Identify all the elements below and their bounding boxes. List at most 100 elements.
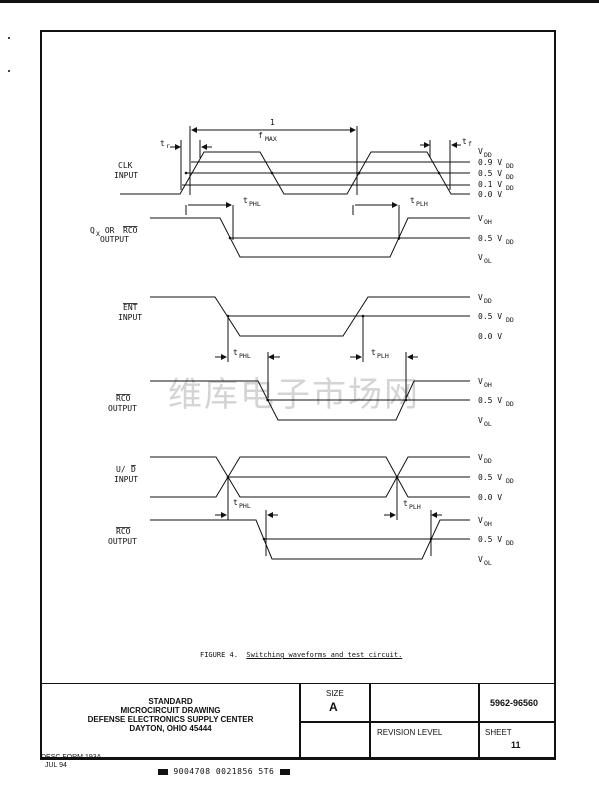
- tphl-t-2: t: [233, 348, 238, 357]
- barcode-block-left: [158, 768, 168, 775]
- sheet-label: SHEET: [485, 728, 512, 737]
- tphl-sub-3: PHL: [239, 502, 251, 510]
- level-vdd: V: [478, 293, 483, 302]
- level-05vdd-sub: DD: [506, 238, 514, 246]
- rco1-label: RCO: [116, 394, 131, 403]
- scan-dot: [8, 70, 10, 72]
- level-09vdd: 0.9 V: [478, 158, 502, 167]
- tphl-sub-2: PHL: [239, 352, 251, 360]
- form-id: DESC FORM 193A JUL 94: [41, 754, 101, 770]
- form-number: DESC FORM 193A: [41, 754, 102, 761]
- tphl-sub-1: PHL: [249, 200, 261, 208]
- level-09vdd-sub: DD: [506, 162, 514, 170]
- barcode-text: 9004708 0021856 5T6: [173, 767, 275, 776]
- level-vol-sub: OL: [484, 420, 492, 428]
- level-05vdd: 0.5 V: [478, 535, 502, 544]
- one-label: 1: [270, 118, 275, 127]
- org-line-4: DAYTON, OHIO 45444: [129, 724, 212, 733]
- tplh-t-3: t: [403, 499, 408, 508]
- scan-dot: [8, 37, 10, 39]
- tplh-sub-2: PLH: [377, 352, 389, 360]
- crossing-markers: [184, 171, 441, 541]
- barcode-block-right: [279, 768, 290, 775]
- org-line-3: DEFENSE ELECTRONICS SUPPLY CENTER: [87, 715, 254, 724]
- level-05vdd-sub: DD: [506, 400, 514, 408]
- tplh-t-1: t: [410, 196, 415, 205]
- level-vol: V: [478, 416, 483, 425]
- tplh-sub-1: PLH: [416, 200, 428, 208]
- timing-labels: 1 f MAX t r t f t PHL t PLH t PHL t PLH …: [160, 118, 472, 511]
- sheet-cell: SHEET 11: [478, 721, 556, 758]
- level-05vdd: 0.5 V: [478, 234, 502, 243]
- q-rco-label: RCO: [123, 226, 138, 235]
- org-text: STANDARD MICROCIRCUIT DRAWING DEFENSE EL…: [41, 684, 300, 733]
- figure-caption: FIGURE 4. Switching waveforms and test c…: [200, 651, 402, 659]
- level-vdd: V: [478, 453, 483, 462]
- signal-labels: CLK INPUT Q X OR RCO OUTPUT ENT INPUT RC…: [90, 161, 142, 546]
- level-05vdd: 0.5 V: [478, 473, 502, 482]
- org-cell: STANDARD MICROCIRCUIT DRAWING DEFENSE EL…: [40, 683, 301, 758]
- level-vol: V: [478, 253, 483, 262]
- rco2-label: RCO: [116, 527, 131, 536]
- figure-number: FIGURE 4.: [200, 651, 238, 659]
- level-05vdd: 0.5 V: [478, 312, 502, 321]
- level-05vdd-sub: DD: [506, 173, 514, 181]
- size-label: SIZE: [326, 689, 344, 698]
- rco1-waveform: [150, 380, 470, 421]
- level-05vdd-sub: DD: [506, 539, 514, 547]
- clk-waveform: [120, 126, 470, 195]
- level-05vdd-sub: DD: [506, 477, 514, 485]
- level-voh-sub: OH: [484, 218, 492, 226]
- rco2-waveform: [150, 519, 470, 560]
- size-cell: SIZE A: [299, 683, 371, 723]
- tr-sub: r: [166, 142, 170, 150]
- clk-label: CLK: [118, 161, 133, 170]
- level-01vdd: 0.1 V: [478, 180, 502, 189]
- q-subscript: X: [96, 230, 100, 238]
- tplh-sub-3: PLH: [409, 503, 421, 511]
- ent-label: ENT: [123, 303, 138, 312]
- level-05vdd-sub: DD: [506, 316, 514, 324]
- q-rco-waveform: [150, 217, 470, 258]
- org-line-2: MICROCIRCUIT DRAWING: [120, 706, 221, 715]
- level-0v: 0.0 V: [478, 190, 502, 199]
- level-vdd: V: [478, 147, 483, 156]
- clk-delay-markers: [185, 202, 400, 240]
- tf-sub: f: [468, 140, 472, 148]
- org-line-1: STANDARD: [148, 697, 193, 706]
- level-labels: V DD 0.9 V DD 0.5 V DD 0.1 V DD 0.0 V V …: [478, 147, 514, 567]
- level-01vdd-sub: DD: [506, 184, 514, 192]
- level-05vdd: 0.5 V: [478, 396, 502, 405]
- ent-input-label: INPUT: [118, 313, 142, 322]
- ud-d-label: D: [131, 465, 136, 474]
- level-vdd-sub: DD: [484, 297, 492, 305]
- revision-label: REVISION LEVEL: [377, 728, 443, 737]
- drawing-number: 5962-96560: [490, 698, 539, 708]
- barcode-line: 9004708 0021856 5T6: [158, 767, 290, 776]
- empty-cell: [299, 721, 371, 758]
- fmax-f: f: [258, 131, 263, 140]
- blank-cell: [369, 683, 480, 723]
- level-voh: V: [478, 377, 483, 386]
- level-vol-sub: OL: [484, 559, 492, 567]
- level-voh-sub: OH: [484, 520, 492, 528]
- rco2-output-label: OUTPUT: [108, 537, 137, 546]
- top-rule: [0, 0, 599, 3]
- tr-t: t: [160, 139, 165, 148]
- level-vdd-sub: DD: [484, 457, 492, 465]
- tplh-t-2: t: [371, 348, 376, 357]
- tphl-t-1: t: [243, 196, 248, 205]
- ud-input-label: INPUT: [114, 475, 138, 484]
- size-value: A: [329, 700, 338, 714]
- level-vol: V: [478, 555, 483, 564]
- level-0v: 0.0 V: [478, 493, 502, 502]
- sheet-number: 11: [511, 740, 521, 750]
- level-voh: V: [478, 516, 483, 525]
- drawing-frame: [40, 30, 556, 760]
- q-label: Q: [90, 226, 95, 235]
- figure-title: Switching waveforms and test circuit.: [246, 651, 403, 659]
- level-05vdd: 0.5 V: [478, 169, 502, 178]
- or-label: OR: [100, 226, 119, 235]
- ent-waveform: [150, 296, 470, 398]
